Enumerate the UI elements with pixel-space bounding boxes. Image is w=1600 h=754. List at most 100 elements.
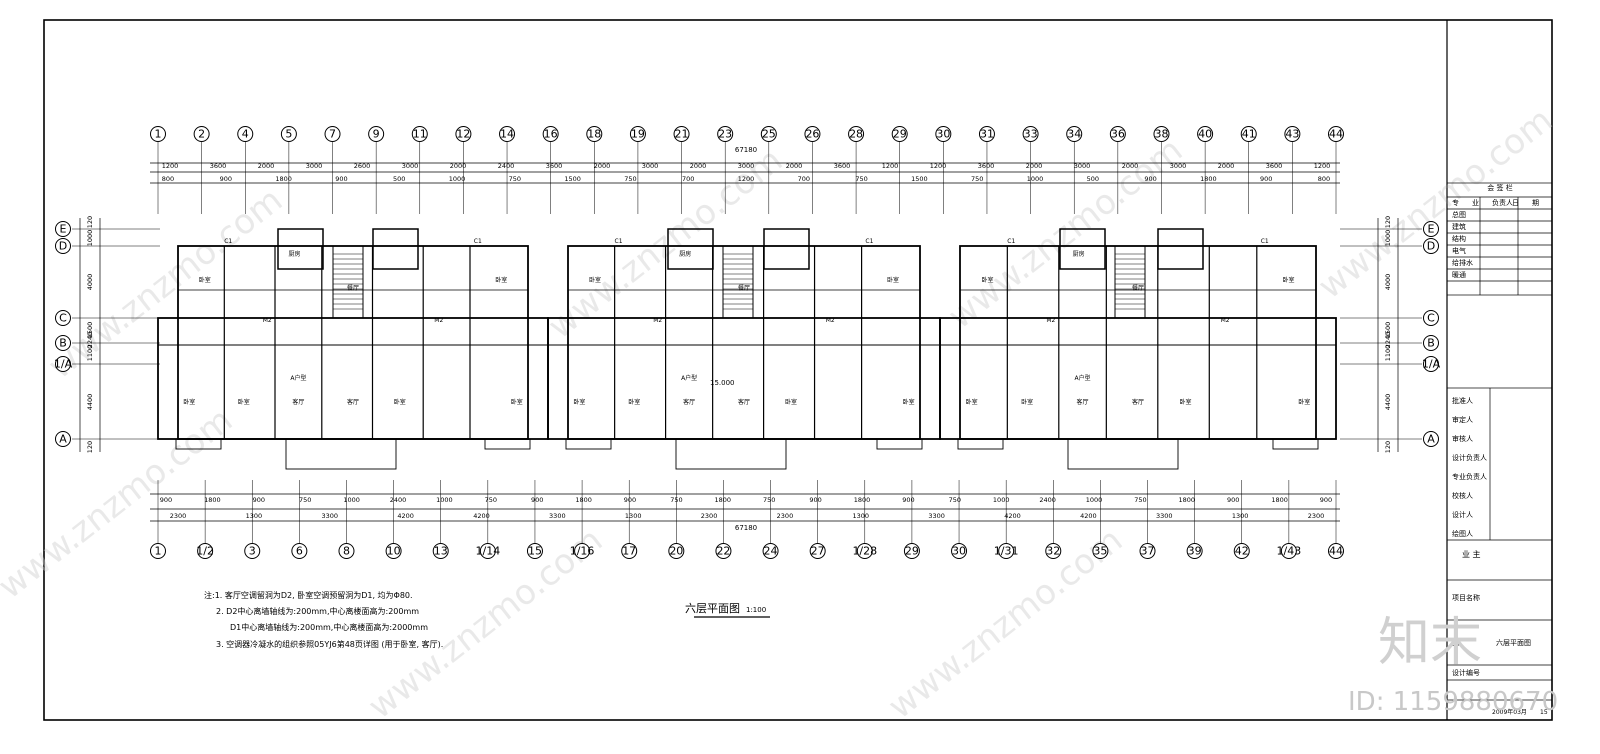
dimension-label: 1000	[993, 496, 1010, 504]
grid-bubble-top: 40	[1197, 126, 1214, 214]
dimension-label: 750	[670, 496, 682, 504]
dimension-label: 2600	[354, 162, 371, 170]
dimension-label: 4200	[473, 512, 490, 520]
room-label: 客厅	[1132, 398, 1144, 406]
grid-bubble-top: 31	[978, 126, 995, 214]
dimension-label: 800	[1318, 175, 1330, 183]
dimension-label: 120	[1384, 216, 1392, 228]
grid-bubble-top: 29	[891, 126, 908, 214]
dimension-label: 2300	[1308, 512, 1325, 520]
grid-bubble-bottom: 1/16	[570, 480, 595, 559]
room-label: 餐厅	[347, 284, 359, 292]
dimension-label: 750	[971, 175, 983, 183]
grid-bubble-top: 11	[411, 126, 428, 214]
title-block	[1446, 182, 1553, 721]
dimension-label: 1800	[1200, 175, 1217, 183]
svg-text:35: 35	[1093, 545, 1107, 558]
room-label: 餐厅	[1132, 284, 1144, 292]
dimension-label: 4200	[397, 512, 414, 520]
grid-bubble-bottom: 27	[809, 480, 826, 559]
dimension-label: 750	[763, 496, 775, 504]
svg-text:28: 28	[849, 128, 863, 141]
grid-bubble-bottom: 1	[150, 480, 166, 559]
dimension-label: 750	[1134, 496, 1146, 504]
room-label: 卧室	[628, 398, 640, 406]
svg-text:18: 18	[587, 128, 601, 141]
design-number-label: 设计编号	[1452, 668, 1480, 677]
svg-text:C: C	[1427, 312, 1435, 325]
dimension-label: 900	[1320, 496, 1332, 504]
dimension-label: 750	[855, 175, 867, 183]
watermark-layer: www.znzmo.com www.znzmo.com www.znzmo.co…	[0, 100, 1560, 727]
grid-bubble-right: D	[1340, 238, 1439, 254]
dimension-label: 1000	[436, 496, 453, 504]
svg-text:44: 44	[1329, 545, 1343, 558]
svg-text:1/28: 1/28	[852, 545, 877, 558]
svg-text:13: 13	[434, 545, 448, 558]
grid-bubble-top: 36	[1109, 126, 1126, 214]
discipline-label: 总图	[1452, 210, 1466, 219]
id-watermark: ID: 1159880670	[1348, 687, 1558, 717]
discipline-label: 暖通	[1452, 270, 1466, 279]
grid-bubble-left: 1/A	[54, 356, 160, 372]
dimension-label: 3300	[321, 512, 338, 520]
svg-text:www.znzmo.com: www.znzmo.com	[1311, 100, 1560, 307]
svg-text:17: 17	[622, 545, 636, 558]
svg-text:3: 3	[249, 545, 256, 558]
title-block-col: 专	[1452, 198, 1459, 207]
room-label: M2	[1221, 317, 1230, 324]
svg-text:16: 16	[544, 128, 558, 141]
dimension-label: 3000	[738, 162, 755, 170]
room-label: 客厅	[738, 398, 750, 406]
dimension-label: 700	[682, 175, 694, 183]
discipline-label: 给排水	[1452, 258, 1473, 267]
dimension-label: 3000	[1074, 162, 1091, 170]
grid-bubble-top: 5	[280, 126, 297, 214]
grid-bubble-top: 38	[1153, 126, 1170, 214]
grid-bubble-top: 19	[629, 126, 646, 214]
grid-bubble-right: C	[1340, 310, 1439, 326]
room-label: 客厅	[1077, 398, 1089, 406]
room-label: M2	[1046, 317, 1055, 324]
total-dimension-top: 67180	[735, 146, 757, 154]
dimension-label: 750	[949, 496, 961, 504]
room-label: C1	[1007, 238, 1015, 245]
dimension-label: 2000	[1122, 162, 1139, 170]
grid-bubble-left: C	[55, 310, 160, 326]
svg-text:32: 32	[1046, 545, 1060, 558]
role-label: 校核人	[1452, 491, 1473, 500]
svg-text:A: A	[59, 433, 67, 446]
dimension-label: 900	[160, 496, 172, 504]
svg-text:1/16: 1/16	[570, 545, 595, 558]
svg-text:1/2: 1/2	[196, 545, 214, 558]
grid-bubble-bottom: 1/28	[852, 480, 877, 559]
role-label: 设计负责人	[1452, 453, 1487, 462]
grid-bubble-bottom: 39	[1186, 480, 1203, 559]
svg-text:30: 30	[936, 128, 950, 141]
drawing-border	[43, 19, 1553, 721]
dimension-label: 800	[162, 175, 174, 183]
project-label: 项目名称	[1452, 593, 1480, 602]
dimension-label: 1500	[86, 322, 94, 339]
building-plan	[157, 228, 1337, 470]
room-label: 卧室	[1298, 398, 1310, 406]
dimension-label: 3600	[834, 162, 851, 170]
svg-text:34: 34	[1067, 128, 1081, 141]
grid-bubble-bottom: 15	[526, 480, 543, 559]
dimension-label: 1300	[246, 512, 263, 520]
svg-text:www.znzmo.com: www.znzmo.com	[41, 180, 290, 387]
dimension-label: 120	[1384, 441, 1392, 453]
dimension-label: 1000	[449, 175, 466, 183]
svg-text:1/43: 1/43	[1277, 545, 1302, 558]
grid-bubble-top: 7	[324, 126, 341, 214]
svg-text:19: 19	[631, 128, 645, 141]
svg-text:36: 36	[1111, 128, 1125, 141]
discipline-label: 电气	[1452, 246, 1466, 255]
dimension-label: 3300	[549, 512, 566, 520]
svg-text:1/14: 1/14	[475, 545, 500, 558]
